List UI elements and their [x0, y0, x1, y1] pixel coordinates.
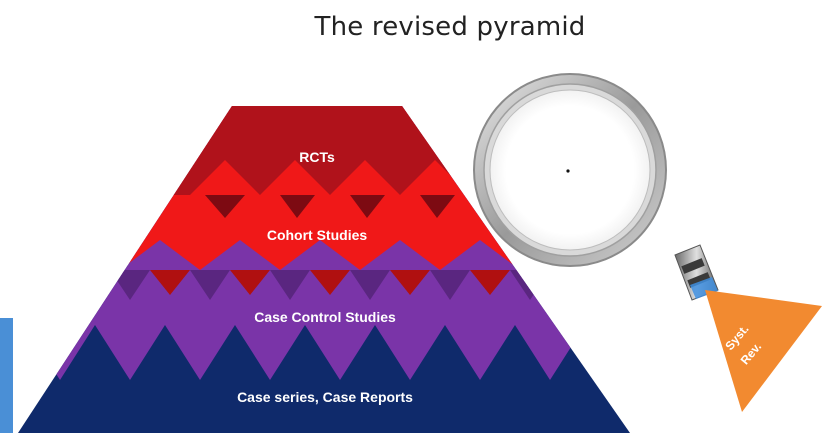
systematic-review-handle: Syst. Rev. — [705, 290, 822, 412]
level-label-cohort: Cohort Studies — [267, 227, 368, 243]
level-label-rct: RCTs — [299, 149, 335, 165]
slide-title: The revised pyramid — [314, 12, 586, 42]
purple-shadow-triangles — [110, 270, 550, 300]
red-shadow-triangles — [150, 270, 510, 295]
level-label-case-control: Case Control Studies — [254, 309, 396, 325]
rct-shadow-triangles — [205, 195, 455, 218]
level-label-case-series: Case series, Case Reports — [237, 389, 413, 405]
side-accent-tab — [0, 318, 13, 433]
magnifying-glass-icon — [473, 73, 719, 301]
